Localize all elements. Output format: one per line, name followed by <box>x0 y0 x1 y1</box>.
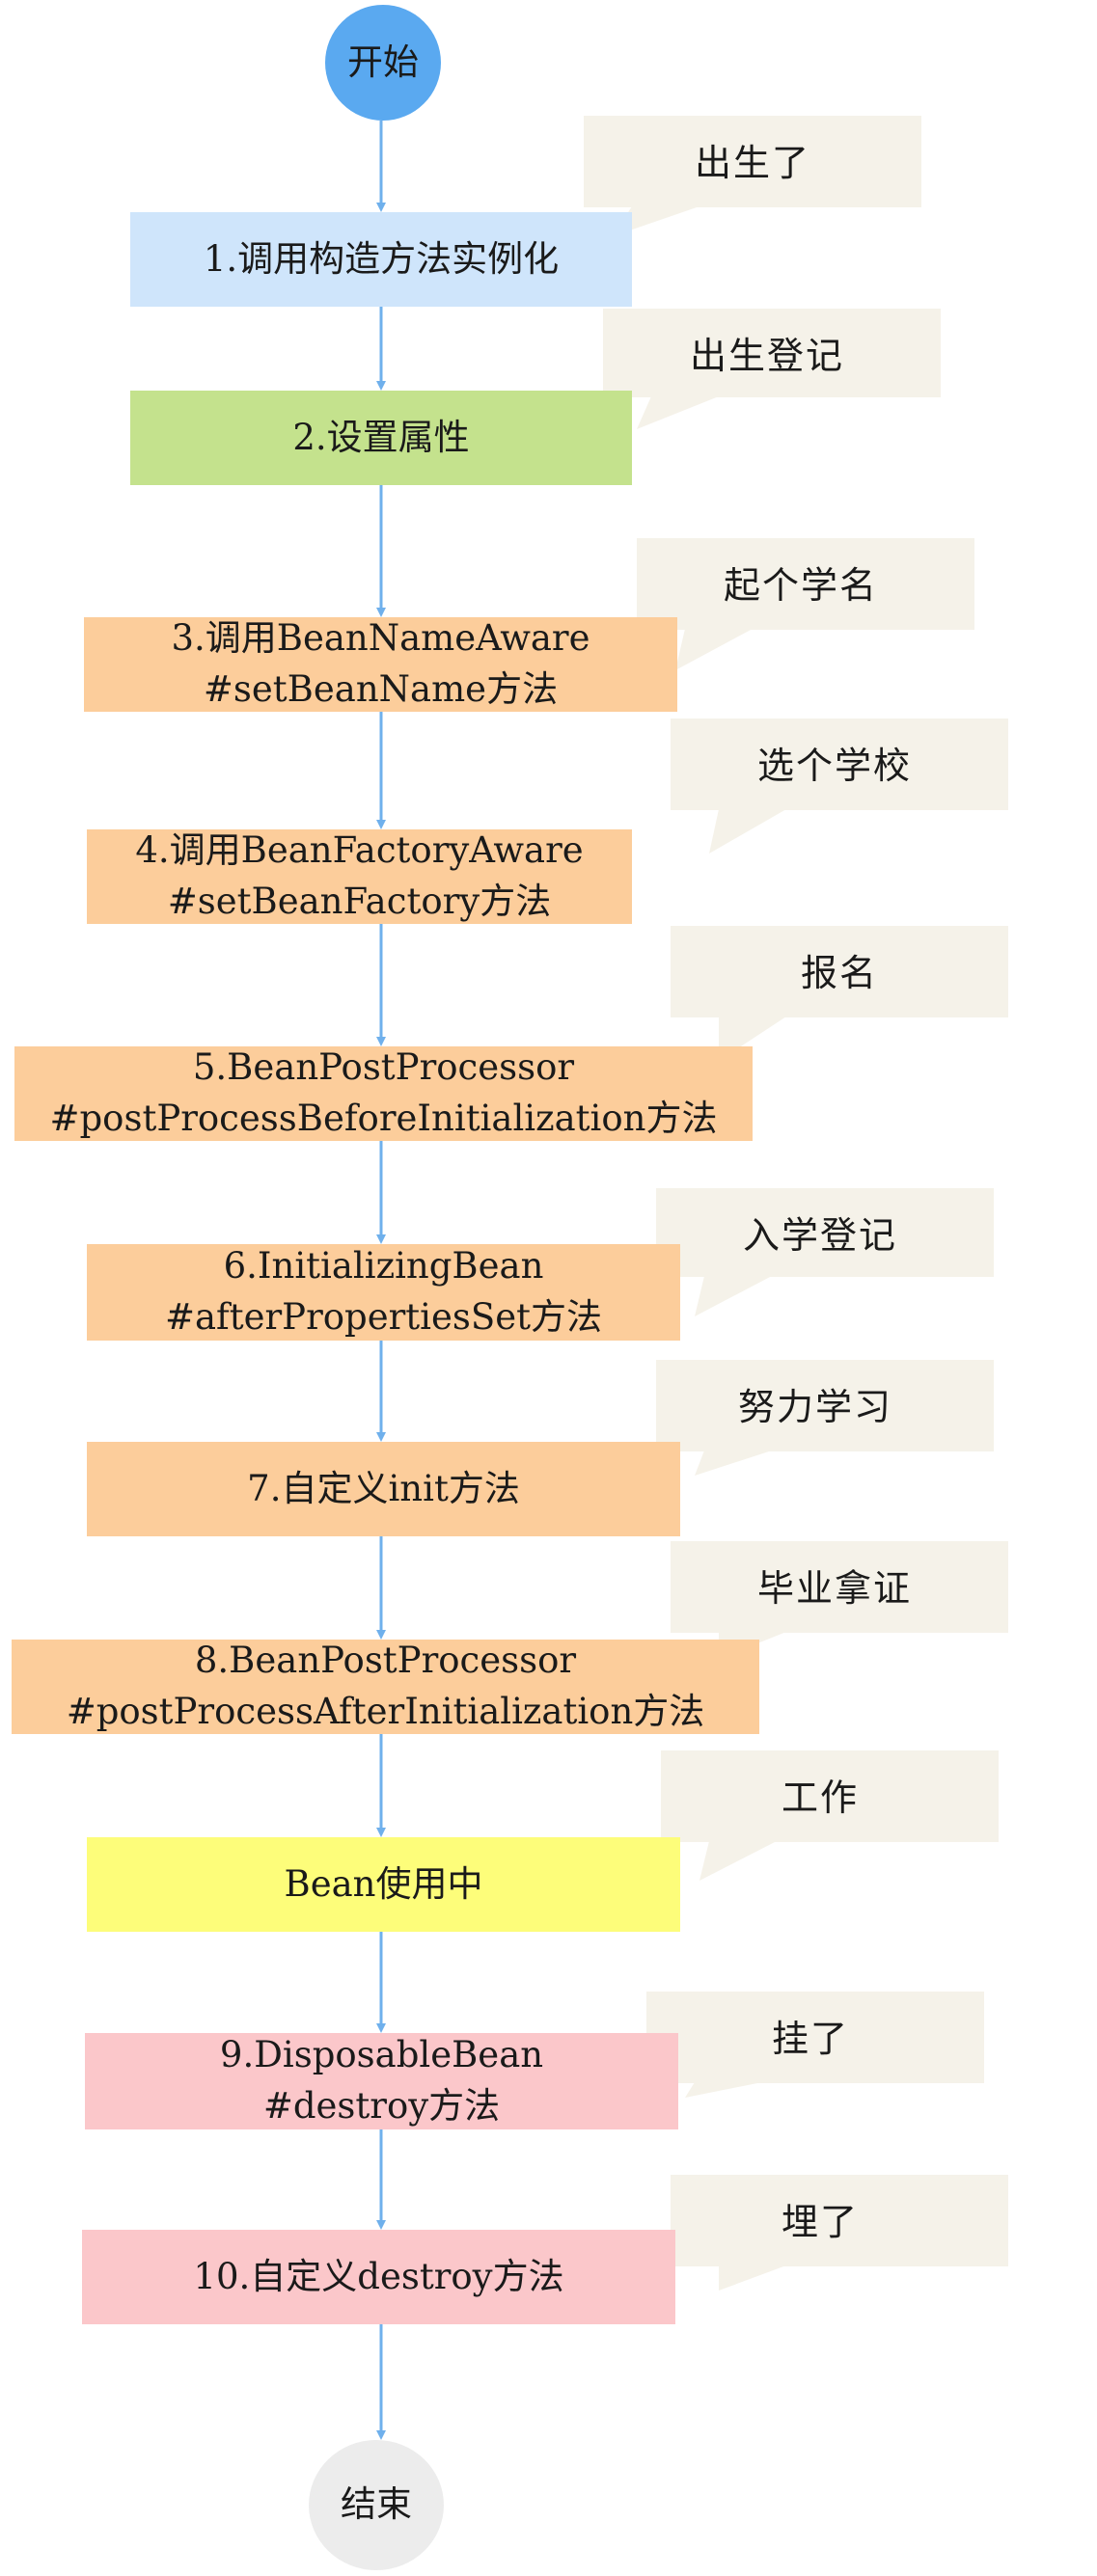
note-bubble-body <box>656 1188 994 1277</box>
note-bubble <box>637 538 974 670</box>
step-label-line: #setBeanFactory方法 <box>167 881 552 922</box>
note-text: 工作 <box>782 1776 860 1819</box>
step-box: 6.InitializingBean #afterPropertiesSet方法 <box>87 1244 680 1341</box>
note-bubble <box>656 1188 994 1316</box>
step-label-line: 4.调用BeanFactoryAware <box>135 829 584 872</box>
note-bubble <box>661 1750 999 1881</box>
note-bubble-body <box>584 116 921 207</box>
note-bubble <box>646 1992 984 2098</box>
note-bubble-tail <box>637 396 719 429</box>
step-label-line: 5.BeanPostProcessor <box>192 1046 575 1089</box>
step-label-line: Bean使用中 <box>284 1862 483 1905</box>
step-box: 8.BeanPostProcessor #postProcessAfterInit… <box>12 1640 759 1734</box>
note-bubble-body <box>646 1992 984 2083</box>
note-bubble-tail <box>613 206 699 236</box>
note-bubble <box>584 116 921 236</box>
step-label-line: #postProcessBeforeInitialization方法 <box>49 1098 718 1139</box>
step-label-line: 1.调用构造方法实例化 <box>203 237 560 280</box>
note-text: 选个学校 <box>757 745 913 787</box>
note-bubble-tail <box>709 809 786 854</box>
step-label-line: 2.设置属性 <box>292 416 470 458</box>
end-node: 结束 <box>309 2440 444 2570</box>
step-label-line: #destroy方法 <box>262 2085 501 2127</box>
note-text: 报名 <box>801 952 879 994</box>
step-label-line: 7.自定义init方法 <box>247 1467 520 1509</box>
note-bubble-body <box>671 926 1008 1017</box>
step-label-line: #setBeanName方法 <box>203 668 559 710</box>
note-bubble-tail <box>695 1276 772 1316</box>
step-box: 2.设置属性 <box>130 391 632 485</box>
note-bubble-tail <box>675 629 753 670</box>
note-bubble <box>671 2175 1008 2291</box>
step-label-line: 10.自定义destroy方法 <box>193 2255 564 2297</box>
step-label-line: 6.InitializingBean <box>223 1245 544 1288</box>
start-label: 开始 <box>347 41 419 83</box>
note-text: 埋了 <box>782 2201 860 2243</box>
step-label-line: #postProcessAfterInitialization方法 <box>66 1691 705 1732</box>
note-bubble-tail <box>719 2265 786 2291</box>
note-text: 出生了 <box>695 142 811 184</box>
note-text: 努力学习 <box>738 1386 893 1428</box>
step-label-line: 9.DisposableBean <box>219 2034 544 2076</box>
note-bubble-tail <box>695 1451 772 1476</box>
note-bubble-body <box>671 1541 1008 1633</box>
note-text: 毕业拿证 <box>757 1567 913 1610</box>
note-bubble-body <box>637 538 974 630</box>
note-bubble <box>671 719 1008 854</box>
note-bubble-tail <box>685 2082 762 2098</box>
step-box: 9.DisposableBean #destroy方法 <box>85 2033 678 2129</box>
note-bubble-body <box>671 2175 1008 2266</box>
note-bubble <box>656 1360 994 1476</box>
note-bubble-tail <box>699 1841 777 1881</box>
note-text: 起个学名 <box>724 564 879 607</box>
step-box: Bean使用中 <box>87 1837 680 1932</box>
step-box: 4.调用BeanFactoryAware #setBeanFactory方法 <box>87 829 632 924</box>
step-label-line: #afterPropertiesSet方法 <box>164 1296 603 1338</box>
note-bubble <box>603 309 941 429</box>
note-text: 出生登记 <box>690 335 845 377</box>
note-bubble-body <box>603 309 941 397</box>
end-label: 结束 <box>341 2483 412 2526</box>
step-box: 3.调用BeanNameAware #setBeanName方法 <box>84 617 677 712</box>
note-text: 入学登记 <box>743 1214 898 1257</box>
step-box: 7.自定义init方法 <box>87 1442 680 1536</box>
step-box: 5.BeanPostProcessor #postProcessBeforeIni… <box>14 1046 753 1141</box>
note-bubble-body <box>656 1360 994 1451</box>
step-box: 1.调用构造方法实例化 <box>130 212 632 307</box>
note-bubble-body <box>661 1750 999 1842</box>
note-bubble-body <box>671 719 1008 810</box>
start-node: 开始 <box>325 5 441 121</box>
step-label-line: 8.BeanPostProcessor <box>194 1640 577 1682</box>
note-text: 挂了 <box>772 2018 850 2060</box>
step-box: 10.自定义destroy方法 <box>82 2230 675 2324</box>
step-label-line: 3.调用BeanNameAware <box>171 617 590 660</box>
